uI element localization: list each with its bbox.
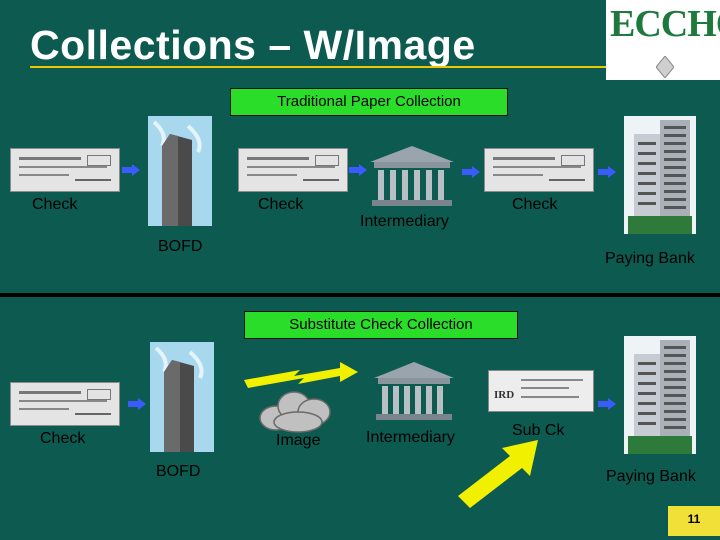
check-image [484, 148, 594, 192]
cloud-icon [259, 391, 331, 433]
arrow-right-icon [128, 398, 146, 410]
bank-building-icon [374, 362, 454, 420]
bank-tower-icon [148, 116, 212, 226]
label-check: Check [32, 196, 78, 213]
bank-building-icon [370, 146, 454, 206]
bank-tower-icon [150, 342, 214, 452]
check-image [238, 148, 348, 192]
leaf-icon [656, 56, 674, 78]
ird-tag: IRD [494, 389, 515, 401]
office-tower-icon [624, 116, 696, 234]
arrow-right-icon [122, 164, 140, 176]
section-divider [0, 293, 720, 297]
label-image: Image [276, 432, 321, 449]
logo-text: ECCHO [610, 3, 720, 45]
check-image [10, 148, 120, 192]
check-image [10, 382, 120, 426]
lightning-bolt-icon [244, 362, 358, 388]
title-underline [30, 66, 616, 68]
label-check: Check [40, 430, 86, 447]
substitute-header: Substitute Check Collection [244, 311, 518, 339]
label-intermediary: Intermediary [360, 213, 449, 230]
label-check: Check [258, 196, 304, 213]
label-bofd: BOFD [158, 238, 203, 255]
traditional-header: Traditional Paper Collection [230, 88, 508, 116]
eccho-logo: ECCHO [606, 0, 720, 80]
slide-title: Collections – W/Image [30, 22, 476, 68]
label-check: Check [512, 196, 558, 213]
page-number: 11 [668, 506, 720, 536]
label-paying-bank: Paying Bank [605, 250, 695, 267]
label-sub-ck: Sub Ck [512, 422, 565, 439]
label-paying-bank: Paying Bank [606, 468, 696, 485]
substitute-check-image: IRD [488, 370, 594, 412]
label-intermediary: Intermediary [366, 429, 455, 446]
arrow-up-right-icon [458, 440, 538, 508]
label-bofd: BOFD [156, 463, 201, 480]
office-tower-icon [624, 336, 696, 454]
arrow-right-icon [349, 164, 367, 176]
arrow-right-icon [462, 166, 480, 178]
arrow-right-icon [598, 166, 616, 178]
arrow-right-icon [598, 398, 616, 410]
